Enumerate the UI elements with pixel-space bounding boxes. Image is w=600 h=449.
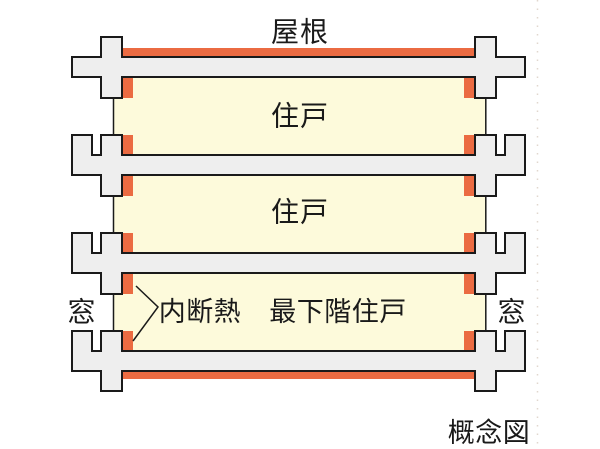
unit-label-top: 住戸 <box>271 101 329 132</box>
insulation-leader-line <box>132 285 159 342</box>
roof-slab <box>71 36 526 99</box>
caption-label: 概念図 <box>448 418 531 448</box>
wall-insulation-strip <box>122 135 133 155</box>
exterior-wall-lines <box>112 98 487 331</box>
floor-slab-2 <box>71 134 526 197</box>
wall-insulation-strip <box>464 77 475 98</box>
unit-label-middle: 住戸 <box>271 197 329 228</box>
room-areas <box>113 77 486 351</box>
exterior-wall-line <box>112 98 487 331</box>
room-area-top <box>113 77 486 155</box>
floor-slab-base <box>71 330 526 392</box>
wall-insulation-strip <box>464 135 475 155</box>
wall-insulation-strip <box>464 331 475 351</box>
window-label-right: 窓 <box>497 297 526 328</box>
floor-slab-3 <box>71 232 526 295</box>
wall-insulation-strip <box>122 175 133 196</box>
room-area-ground <box>113 273 486 351</box>
concrete-structure <box>71 36 526 392</box>
window-label-left: 窓 <box>67 297 96 328</box>
wall-insulation-strip <box>122 233 133 253</box>
wall-insulation-strip <box>464 233 475 253</box>
wall-insulation-strip <box>122 273 133 294</box>
wall-insulation-strip <box>122 331 133 351</box>
room-area-middle <box>113 175 486 253</box>
roof-insulation-strip <box>122 48 475 58</box>
ground-unit-label: 最下階住戸 <box>269 297 407 327</box>
insulation-layer <box>122 48 475 379</box>
wall-insulation-strip <box>464 273 475 294</box>
floor-insulation-strip <box>122 370 475 379</box>
wall-insulation-strip <box>464 175 475 196</box>
wall-insulation-strip <box>122 77 133 98</box>
insulation-label: 内断熱 <box>159 297 242 327</box>
roof-label: 屋根 <box>271 17 329 48</box>
